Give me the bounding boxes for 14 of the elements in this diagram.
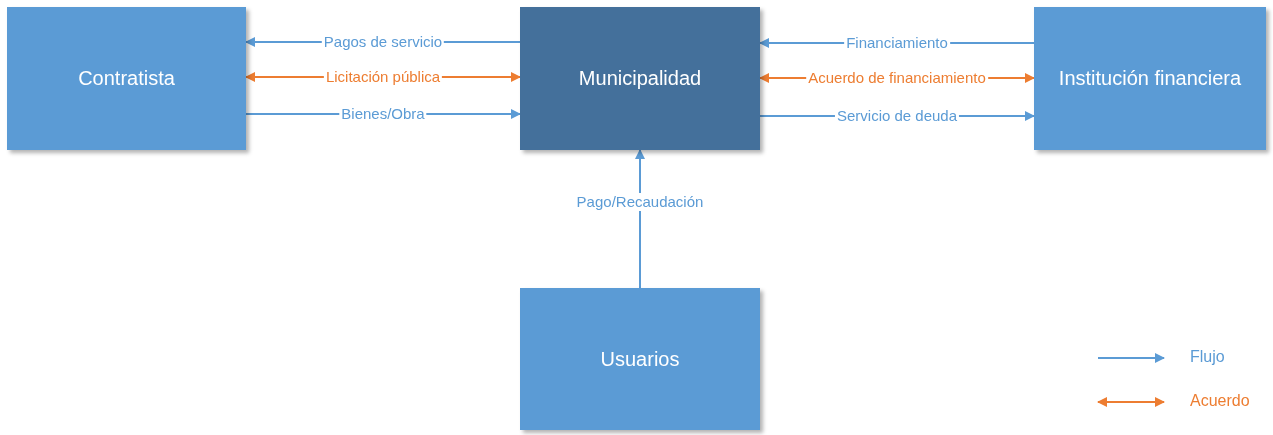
- process-box: [7, 7, 246, 150]
- legend-label: Flujo: [1190, 348, 1225, 366]
- edge-label: Pagos de servicio: [321, 33, 445, 51]
- box-label: Contratista: [78, 67, 175, 90]
- process-box: [1034, 7, 1266, 150]
- arrow: [635, 149, 645, 289]
- edge-label: Pago/Recaudación: [574, 193, 706, 212]
- edge-label: Licitación pública: [323, 68, 443, 86]
- process-box: [520, 7, 760, 150]
- box-label: Usuarios: [600, 347, 680, 371]
- process-box: [520, 288, 760, 430]
- box-label: Municipalidad: [578, 67, 702, 90]
- box-label: Institución financiera: [1058, 67, 1242, 90]
- legend-label: Acuerdo: [1190, 392, 1250, 410]
